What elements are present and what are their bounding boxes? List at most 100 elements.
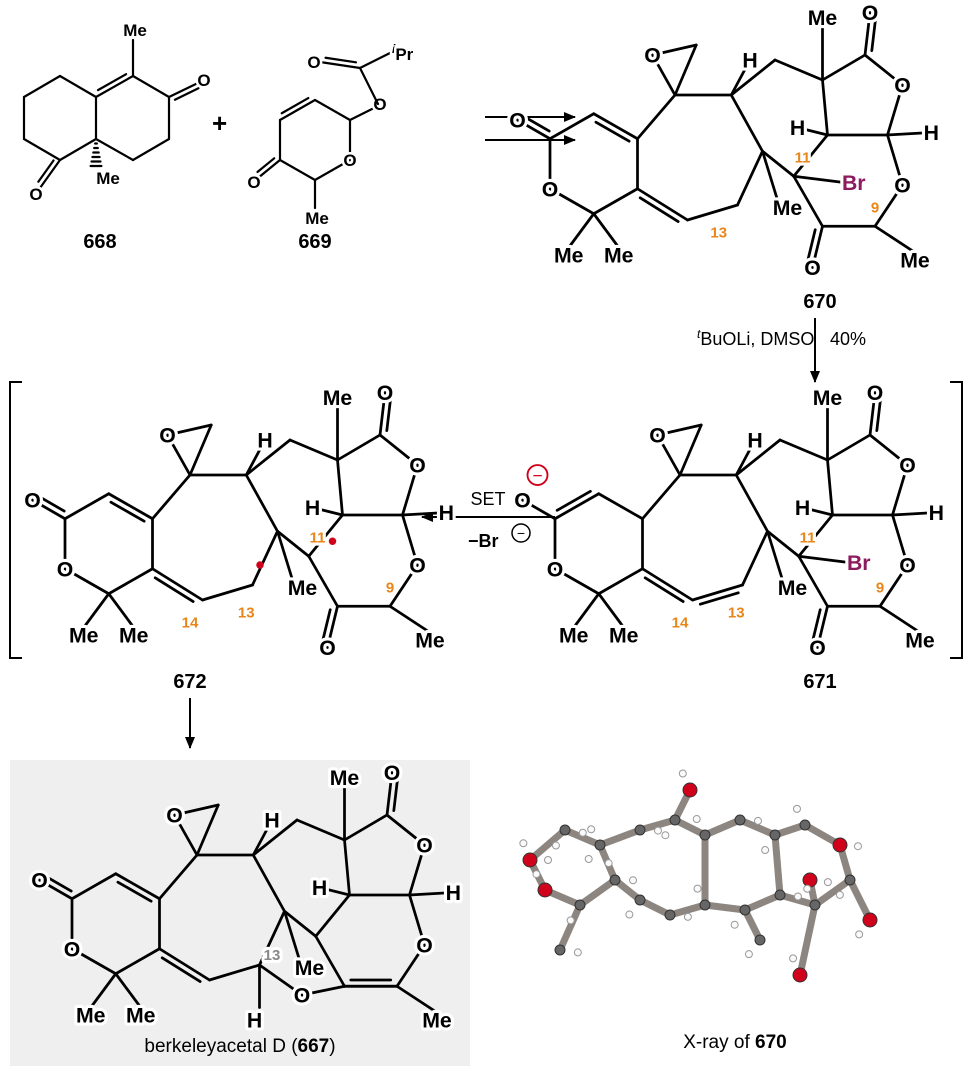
hydrogen-label: H xyxy=(742,49,757,73)
methyl-label: Me xyxy=(415,629,445,653)
hydrogen-atom-ball xyxy=(551,841,560,850)
oxygen-label: O xyxy=(409,454,426,478)
furan-oxygen-label: O xyxy=(294,984,311,1008)
hydrogen-atom-ball xyxy=(835,890,844,899)
hydrogen-atom-ball xyxy=(604,859,613,868)
oxygen-atom-ball xyxy=(792,967,808,983)
xray-crystal-structure xyxy=(519,769,878,983)
oxygen-label: O xyxy=(899,454,916,478)
carbon-atom-ball xyxy=(699,899,711,911)
locant-11: 11 xyxy=(795,150,811,167)
set-label: SET xyxy=(470,489,505,509)
carbon-atom-ball xyxy=(634,894,646,906)
hydrogen-atom-ball xyxy=(692,815,701,824)
carbon-atom-ball xyxy=(734,814,746,826)
carbon-atom-ball xyxy=(739,904,751,916)
hydrogen-atom-ball xyxy=(587,825,596,834)
oxygen-label: O xyxy=(377,381,394,405)
methyl-label: Me xyxy=(295,956,325,980)
radical-dot xyxy=(328,537,337,545)
methyl-label: Me xyxy=(604,244,634,268)
methyl-label: Me xyxy=(288,576,318,600)
oxygen-atom-ball xyxy=(802,872,818,888)
locant-13: 13 xyxy=(238,605,255,622)
oxygen-label: O xyxy=(416,934,433,958)
hydrogen-label: H xyxy=(924,121,939,145)
oxygen-atom-ball xyxy=(862,912,878,928)
methyl-label: Me xyxy=(554,244,584,268)
carbon-atom-ball xyxy=(594,839,606,851)
carbon-atom-ball xyxy=(809,899,821,911)
oxygen-label: O xyxy=(31,869,48,893)
carbon-atom-ball xyxy=(774,889,786,901)
hydrogen-label: H xyxy=(439,501,454,525)
hydrogen-atom-ball xyxy=(789,954,798,963)
oxygen-atom-ball xyxy=(537,882,553,898)
locant-9: 9 xyxy=(876,580,884,597)
carbon-atom-ball xyxy=(799,819,811,831)
methyl-label: Me xyxy=(69,624,99,648)
carbon-atom-ball xyxy=(699,829,711,841)
oxygen-atom-ball xyxy=(522,852,538,868)
methyl-label: Me xyxy=(778,576,808,600)
methyl-label: Me xyxy=(330,766,360,790)
methyl-label: Me xyxy=(96,169,120,188)
methyl-label: Me xyxy=(119,624,149,648)
carbon-atom-ball xyxy=(669,814,681,826)
hydrogen-atom-ball xyxy=(578,828,587,837)
bromine-label: Br xyxy=(842,171,866,195)
svg-text:−: − xyxy=(517,525,525,541)
carbon-atom-ball xyxy=(634,824,646,836)
methyl-label: Me xyxy=(813,386,843,410)
carbon-atom-ball xyxy=(574,899,586,911)
hydrogen-atom-ball xyxy=(693,884,702,893)
oxygen-label: O xyxy=(166,804,183,828)
methyl-label: Me xyxy=(609,624,639,648)
oxygen-label: O xyxy=(894,74,911,98)
hydrogen-label: H xyxy=(312,876,327,900)
bromine-label: Br xyxy=(847,551,871,575)
carbon-atom-ball xyxy=(844,874,856,886)
hydrogen-atom-ball xyxy=(532,870,541,879)
carbonyl-oxygen-label: O xyxy=(307,53,320,72)
compound-label-668: 668 xyxy=(83,231,116,253)
methyl-label: Me xyxy=(905,629,935,653)
oxygen-label: O xyxy=(197,71,210,90)
hydrogen-label: H xyxy=(929,501,944,525)
locant-9: 9 xyxy=(386,580,394,597)
methyl-label: Me xyxy=(900,249,930,273)
svg-text:−: − xyxy=(532,465,542,485)
bromide-loss-label: −Br xyxy=(468,531,499,551)
oxygen-label: O xyxy=(649,424,666,448)
oxygen-atom-ball xyxy=(682,782,698,798)
locant-14: 14 xyxy=(182,615,199,632)
hydrogen-atom-ball xyxy=(855,930,864,939)
yield-label: 40% xyxy=(830,329,866,349)
carbon-atom-ball xyxy=(664,909,676,921)
radical-dot xyxy=(256,561,264,569)
hydrogen-atom-ball xyxy=(823,878,832,887)
reagent-label: tBuOLi, DMSO xyxy=(697,327,814,349)
hydrogen-label: H xyxy=(790,116,805,140)
oxygen-label: O xyxy=(894,174,911,198)
isopropyl-label: iPr xyxy=(392,42,414,64)
hydrogen-atom-ball xyxy=(753,816,762,825)
oxygen-label: O xyxy=(644,44,661,68)
locant-13: 13 xyxy=(710,225,727,242)
xray-label: X-ray of 670 xyxy=(683,1032,787,1053)
hydrogen-atom-ball xyxy=(625,910,634,919)
hydrogen-label: H xyxy=(446,881,461,905)
methyl-label: Me xyxy=(123,21,147,40)
multistep-arrow xyxy=(485,112,576,145)
hydrogen-atom-ball xyxy=(653,826,662,835)
locant-11: 11 xyxy=(800,530,816,547)
oxygen-label: O xyxy=(319,636,336,660)
hydrogen-atom-ball xyxy=(584,854,593,863)
locant-13: 13 xyxy=(264,947,281,964)
oxygen-label: O xyxy=(804,256,821,280)
